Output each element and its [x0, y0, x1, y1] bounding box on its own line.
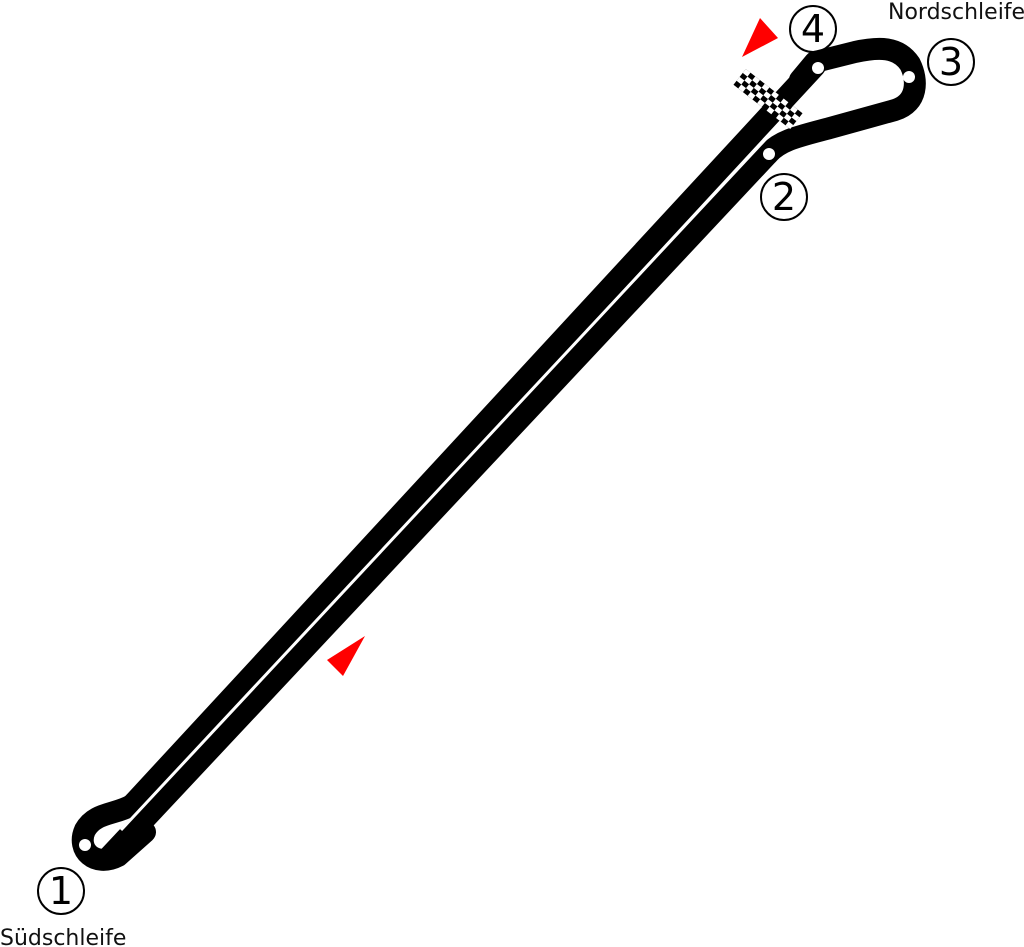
track-separator: [119, 126, 778, 832]
apex-dot-3: [903, 71, 915, 83]
apex-dot-1: [79, 839, 91, 851]
corner-number-2: 2: [772, 175, 796, 219]
apex-markers: [79, 62, 915, 851]
finish-line-flag: [733, 68, 803, 130]
circuit-track: [71, 37, 926, 871]
apex-dot-4: [812, 62, 824, 74]
apex-dot-2: [763, 148, 775, 160]
direction-arrow-south: [327, 636, 365, 676]
corner-number-1: 1: [49, 869, 73, 913]
direction-arrow-north: [742, 18, 778, 57]
south-loop-label: Südschleife: [0, 926, 126, 947]
track-straight-inner: [97, 143, 779, 869]
corner-number-3: 3: [939, 40, 963, 84]
track-south-hairpin: [71, 794, 156, 871]
corner-marker-2: 2: [760, 173, 808, 221]
track-straight-outer: [121, 55, 826, 816]
corner-marker-4: 4: [789, 5, 837, 53]
north-loop-label: Nordschleife: [888, 0, 1024, 25]
corner-marker-1: 1: [37, 867, 85, 915]
corner-number-4: 4: [801, 7, 825, 51]
corner-marker-3: 3: [927, 38, 975, 86]
track-north-hairpin: [757, 37, 926, 165]
